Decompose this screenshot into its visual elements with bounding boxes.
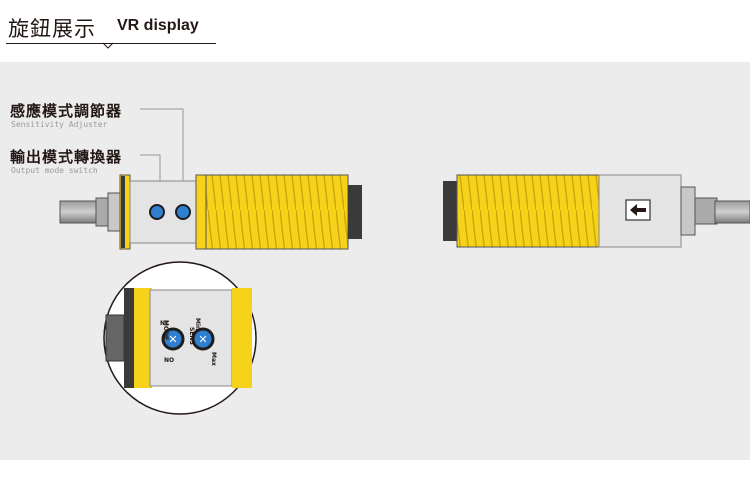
svg-text:✕: ✕ <box>198 333 207 346</box>
diagram-panel <box>0 62 750 460</box>
section-subtitle: VR display <box>117 17 199 34</box>
right-sensor <box>443 174 750 248</box>
left-sensor <box>59 174 362 250</box>
title-underline <box>6 43 216 44</box>
section-title: 旋鈕展示 <box>8 17 96 41</box>
svg-text:✕: ✕ <box>168 333 177 346</box>
sensitivity-adjuster-label: 感應模式調節器 <box>10 102 123 120</box>
sensitivity-adjuster-label-en: Sensitivity Adjuster <box>11 120 108 129</box>
header: 旋鈕展示 VR display <box>0 0 750 60</box>
output-mode-switch-label-en: Output mode switch <box>11 166 98 175</box>
knob-label-nc: NC <box>160 320 170 327</box>
arrow-left-icon <box>630 204 646 216</box>
knob-label-no: NO <box>164 357 174 364</box>
knob-label-min: Min <box>194 318 201 330</box>
knob-label-mode: MODE <box>162 320 169 340</box>
output-mode-switch-label: 輸出模式轉換器 <box>10 148 123 166</box>
knob-label-sens: SENS <box>188 327 195 345</box>
zoom-detail: ✕ ✕ NC MODE NO Min SENS Max <box>103 261 257 415</box>
underline-notch <box>103 42 113 49</box>
knob-label-max: Max <box>210 352 217 366</box>
